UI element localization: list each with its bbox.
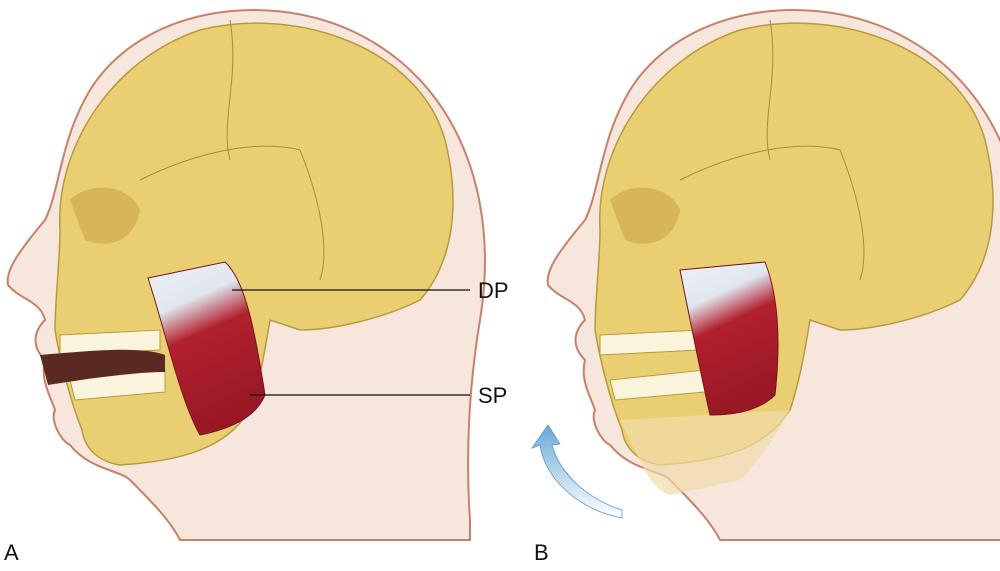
panel-a-head bbox=[6, 9, 486, 541]
jaw-closing-arrow-icon bbox=[530, 424, 623, 519]
label-dp: DP bbox=[478, 278, 509, 303]
panel-b-head bbox=[546, 9, 1000, 541]
panel-label-b: B bbox=[534, 540, 549, 565]
masseter-muscle-b bbox=[679, 261, 779, 416]
label-sp: SP bbox=[478, 383, 508, 408]
ghost-jaw bbox=[620, 410, 790, 495]
open-mouth bbox=[40, 349, 165, 385]
masseter-muscle-a bbox=[147, 261, 266, 436]
panel-label-a: A bbox=[4, 540, 19, 565]
